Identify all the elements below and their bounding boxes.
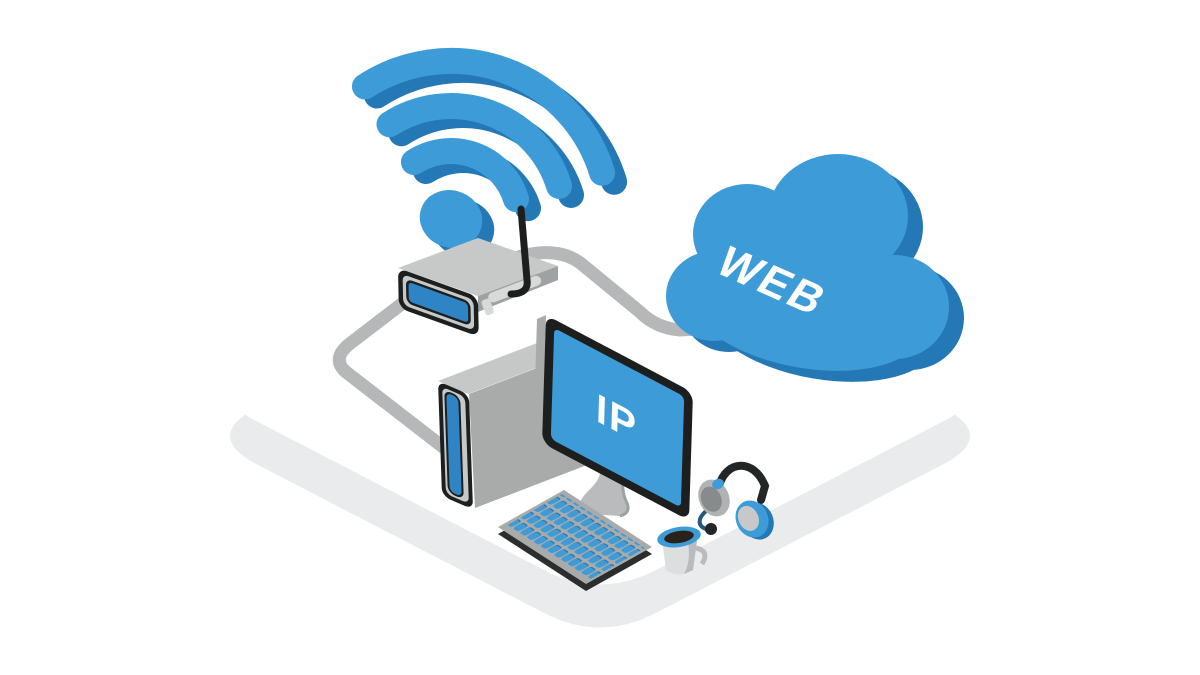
cup-handle <box>695 545 708 566</box>
headset-mic-arm <box>697 509 708 531</box>
router-front-face <box>398 270 479 335</box>
router-lights-panel <box>406 280 471 325</box>
monitor-icon: IP <box>533 315 693 517</box>
monitor-screen <box>550 329 685 506</box>
cup-body-shade <box>684 541 697 574</box>
coffee-cup-icon <box>657 526 708 575</box>
antenna-icon <box>507 205 531 298</box>
keyboard-icon <box>498 490 652 591</box>
headset-mic <box>705 523 717 535</box>
cable-router-to-computer <box>332 289 459 461</box>
headset-icon <box>697 461 774 540</box>
monitor-side-edge <box>533 315 546 447</box>
tower-front-strip <box>444 392 464 498</box>
headset-band <box>715 461 770 504</box>
keyboard-keys <box>506 494 645 580</box>
cup-coffee <box>664 530 694 544</box>
router-top-face <box>398 238 558 296</box>
tower-front-face <box>438 383 473 507</box>
router-icon <box>398 205 558 335</box>
cloud-icon <box>666 154 949 371</box>
cable-router-to-cloud <box>498 246 772 337</box>
